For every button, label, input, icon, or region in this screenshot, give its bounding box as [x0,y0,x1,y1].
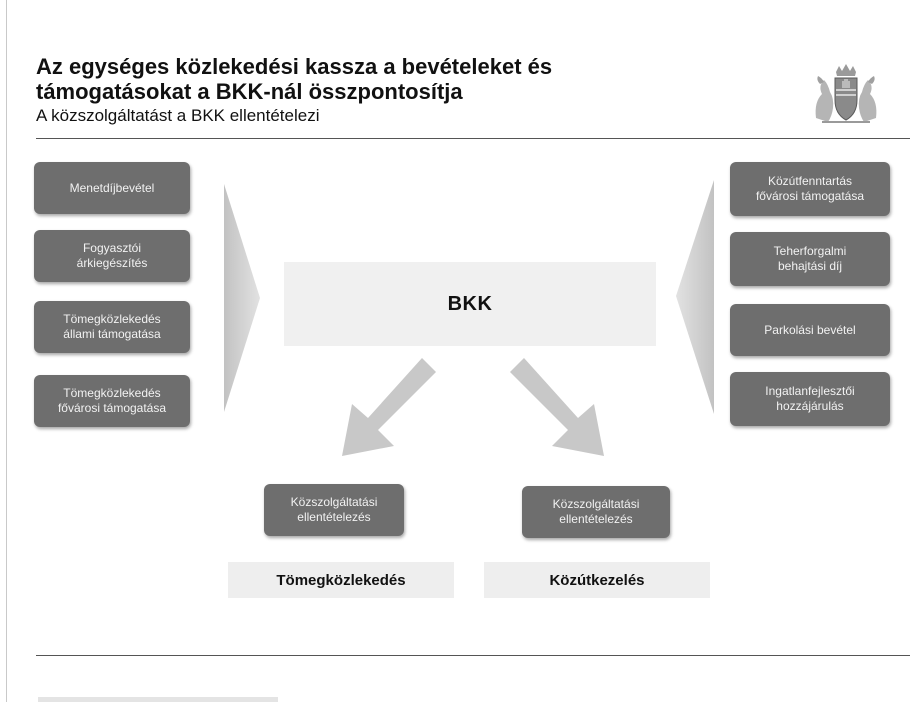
income-box-state-transit-support: Tömegközlekedés állami támogatása [34,301,190,353]
budapest-coat-of-arms-icon [815,64,877,123]
left-inflow-arrow-icon [224,184,260,412]
box-line-1: Közútfenntartás [767,174,853,188]
income-box-city-transit-support: Tömegközlekedés fővárosi támogatása [34,375,190,427]
income-box-road-maintenance-support: Közútfenntartás fővárosi támogatása [730,162,890,216]
bkk-band: BKK [284,262,656,346]
compensation-box-road-management: Közszolgáltatási ellentételezés [522,486,670,538]
income-box-fare-revenue: Menetdíjbevétel [34,162,190,214]
box-line-1: Parkolási bevétel [764,322,856,337]
box-line-1: Tömegközlekedés [63,312,161,326]
box-line-2: fővárosi támogatása [755,189,865,203]
box-line-2: ellentételezés [559,512,633,526]
box-line-2: hozzájárulás [776,399,844,413]
box-line-1: Közszolgáltatási [290,495,378,509]
bkk-label: BKK [447,292,493,315]
slide-title: Az egységes közlekedési kassza a bevétel… [36,54,756,104]
income-box-freight-entry-fee: Teherforgalmi behajtási díj [730,232,890,286]
box-line-2: fővárosi támogatása [57,401,167,415]
box-line-2: behajtási díj [777,259,843,273]
title-line-1: Az egységes közlekedési kassza a bevétel… [36,54,553,79]
box-line-2: állami támogatása [63,327,161,341]
compensation-box-public-transport: Közszolgáltatási ellentételezés [264,484,404,536]
income-box-consumer-price-supplement: Fogyasztói árkiegészítés [34,230,190,282]
box-line-1: Ingatlanfejlesztői [765,384,855,398]
box-line-1: Teherforgalmi [773,244,847,258]
box-line-1: Menetdíjbevétel [69,180,155,195]
scan-mark [38,697,278,702]
slide-subtitle: A közszolgáltatást a BKK ellentételezi [36,106,320,125]
label-road-management: Közútkezelés [484,562,710,598]
box-line-1: Fogyasztói [82,241,141,255]
arrow-to-public-transport-icon [342,358,436,456]
title-line-2: támogatásokat a BKK-nál összpontosítja [36,79,463,104]
income-box-parking-revenue: Parkolási bevétel [730,304,890,356]
box-line-2: árkiegészítés [76,256,148,270]
box-line-1: Közszolgáltatási [552,497,640,511]
footer-rule [36,655,910,656]
right-inflow-arrow-icon [676,180,714,414]
label-public-transport: Tömegközlekedés [228,562,454,598]
box-line-1: Tömegközlekedés [63,386,161,400]
header-rule [36,138,910,139]
scan-edge [6,0,7,702]
income-box-real-estate-contribution: Ingatlanfejlesztői hozzájárulás [730,372,890,426]
arrow-to-road-management-icon [510,358,604,456]
box-line-2: ellentételezés [297,510,371,524]
